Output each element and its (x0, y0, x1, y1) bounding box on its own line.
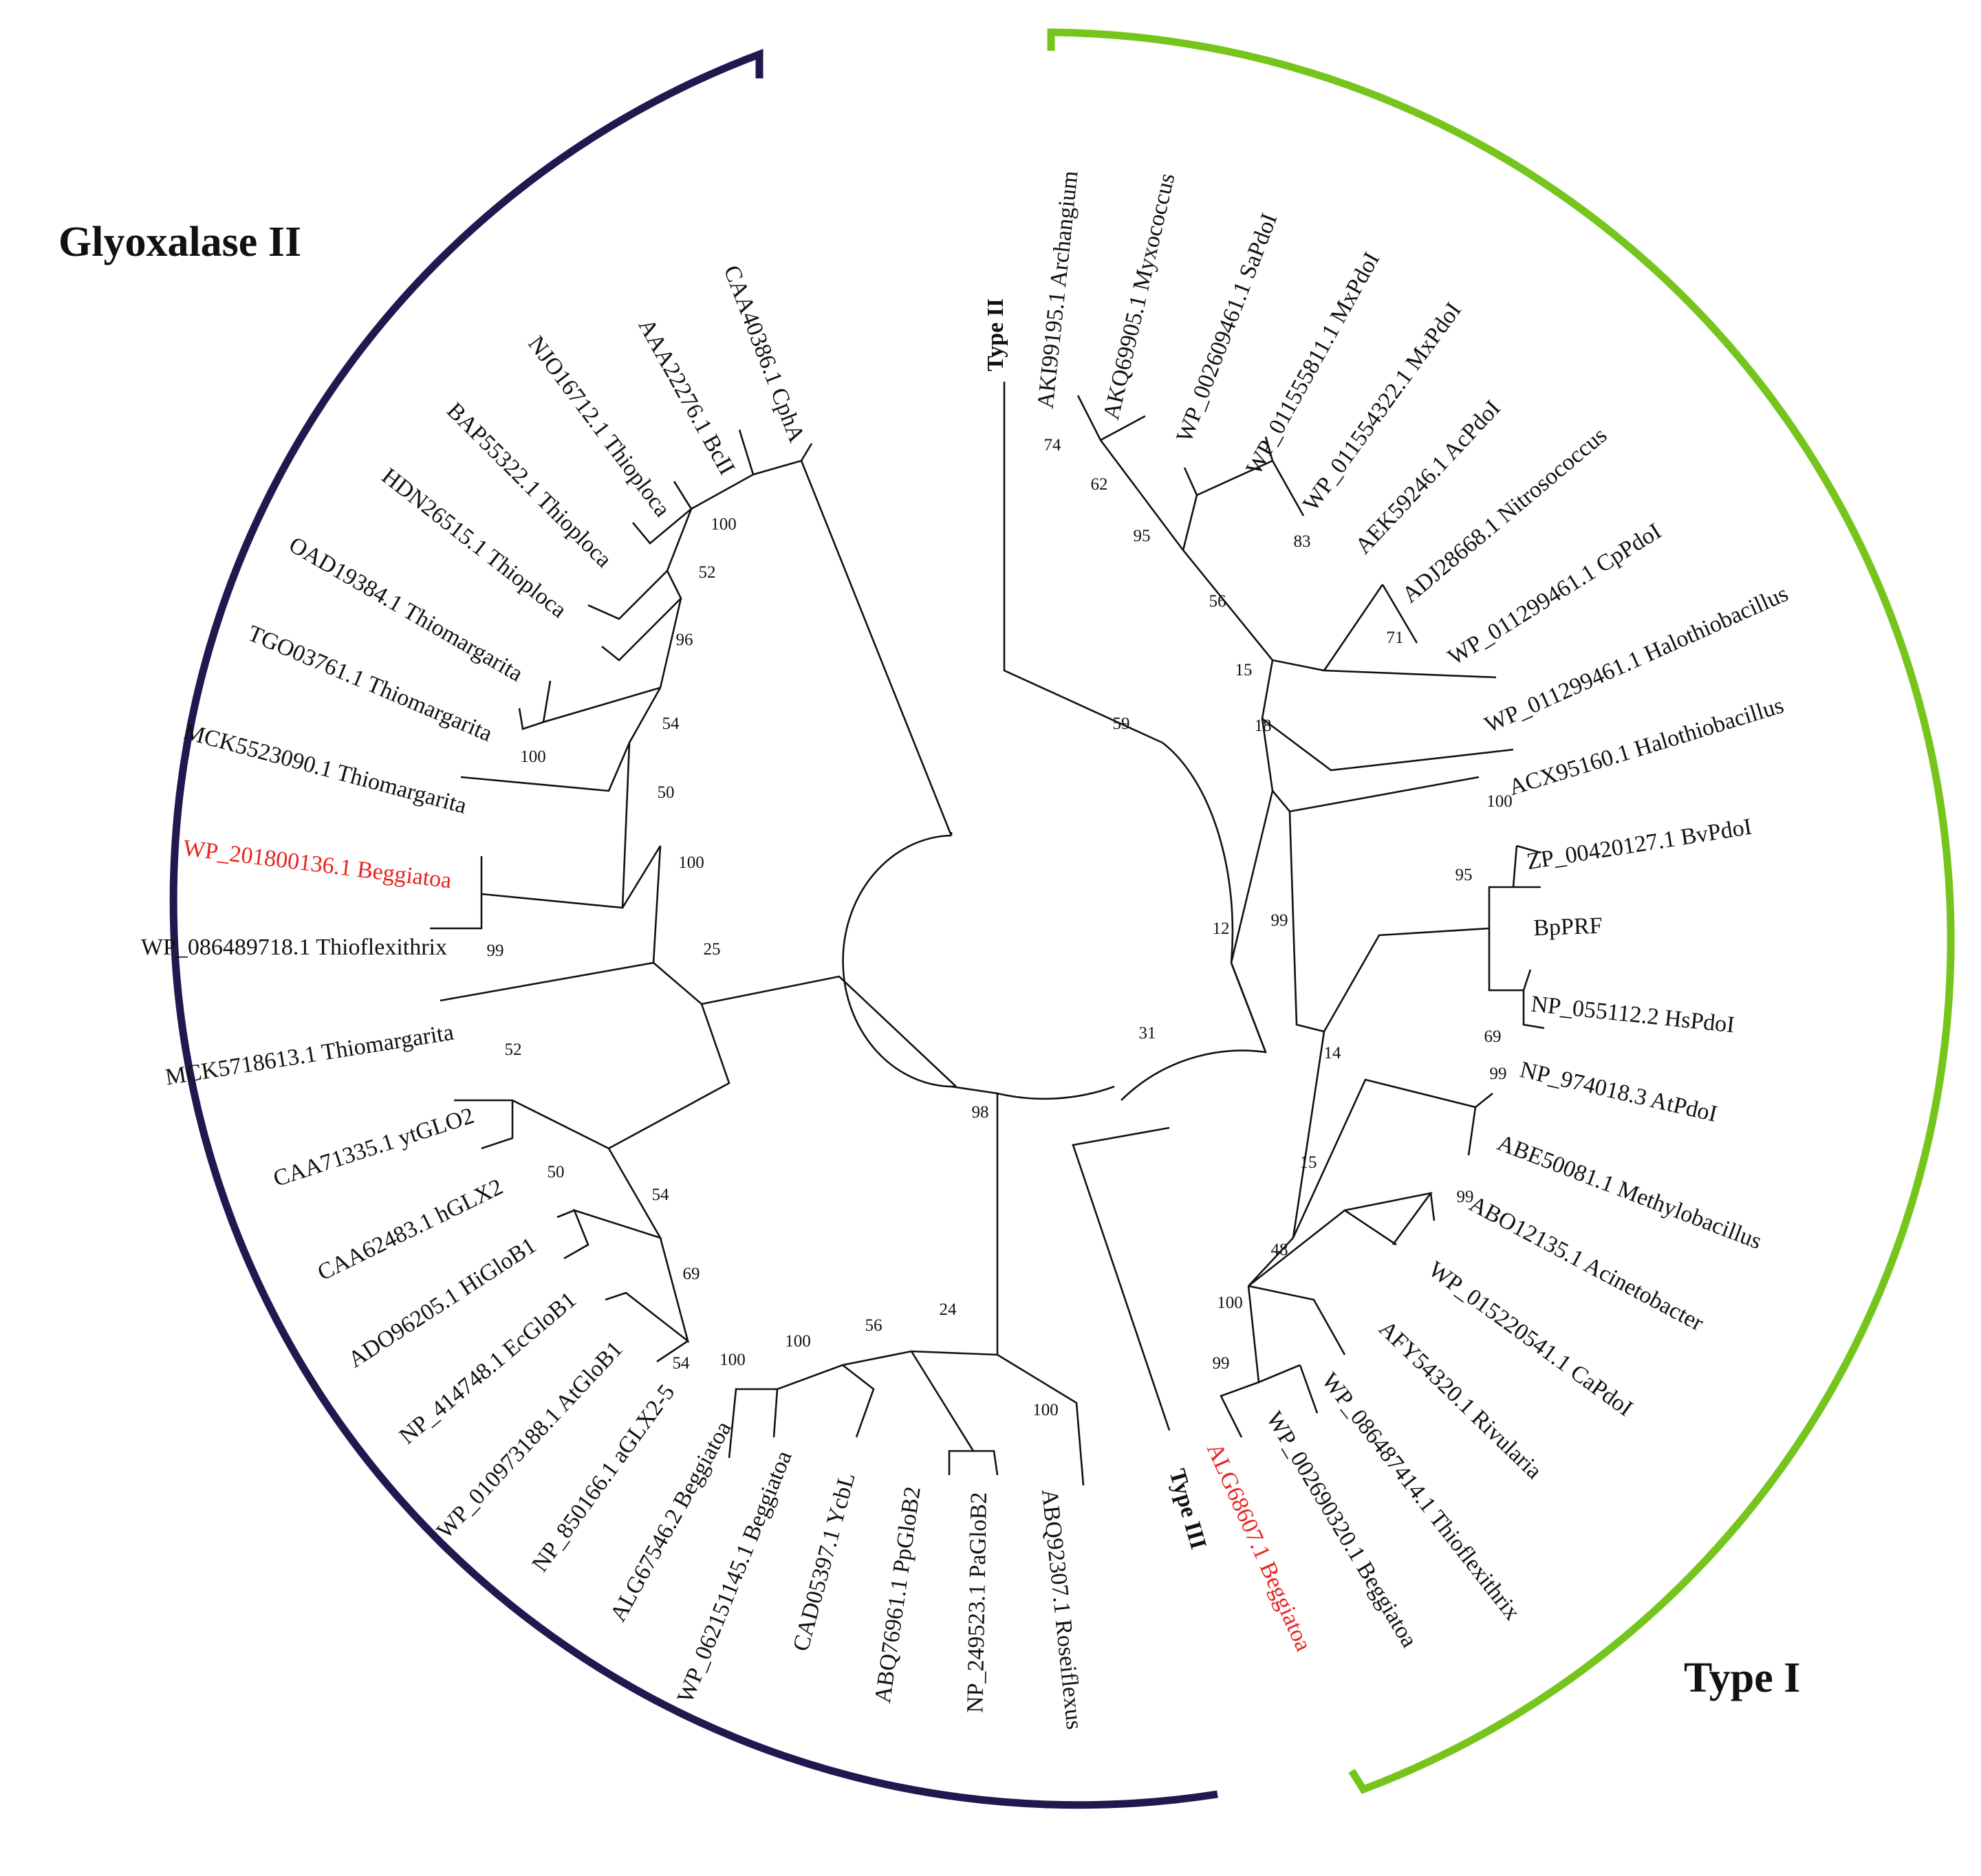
taxon-label: NP_055112.2 HsPdoI (1530, 992, 1735, 1038)
bootstrap-value: 95 (1134, 527, 1151, 545)
bootstrap-value: 98 (972, 1103, 989, 1122)
type-i-title: Type I (1684, 1655, 1800, 1701)
bootstrap-value: 15 (1300, 1153, 1317, 1172)
bootstrap-value: 59 (1113, 715, 1130, 733)
bootstrap-value: 56 (1209, 592, 1226, 611)
glyoxalase-ii-title: Glyoxalase II (58, 219, 301, 265)
bootstrap-value: 52 (505, 1040, 522, 1059)
taxon-label: AAA22276.1 BcII (633, 314, 739, 479)
taxon-label: WP_201800136.1 Beggiatoa (182, 836, 453, 894)
taxon-label: MCK5523090.1 Thiomargarita (182, 719, 470, 818)
type-ii-label: Type II (983, 298, 1008, 371)
bootstrap-value: 69 (683, 1265, 700, 1283)
bootstrap-value: 100 (1217, 1294, 1243, 1312)
bootstrap-value: 14 (1324, 1044, 1342, 1062)
bootstrap-value: 83 (1294, 532, 1311, 551)
bootstrap-value: 100 (1032, 1401, 1059, 1419)
bootstrap-value: 74 (1044, 436, 1062, 455)
bootstrap-value: 99 (487, 941, 504, 960)
bootstrap-value: 31 (1139, 1024, 1156, 1043)
taxon-label: ABQ92307.1 Roseiflexus (1037, 1487, 1087, 1730)
taxon-label: WP_086489718.1 Thioflexithrix (141, 935, 447, 960)
taxon-label: ABQ76961.1 PpGloB2 (870, 1485, 926, 1704)
bootstrap-value: 100 (678, 853, 704, 872)
taxon-label: CAA71335.1 ytGLO2 (270, 1103, 477, 1192)
bootstrap-value: 71 (1387, 629, 1404, 647)
bootstrap-value: 18 (1255, 717, 1272, 735)
bootstrap-value: 15 (1235, 661, 1253, 679)
bootstrap-value: 50 (548, 1163, 565, 1181)
glyoxalase-ii-clade-arc (169, 49, 1218, 1809)
taxon-label: WP_002609461.1 SaPdoI (1171, 210, 1282, 446)
taxon-label: WP_010973188.1 AtGloB1 (432, 1336, 628, 1544)
bootstrap-value: 54 (662, 715, 680, 733)
bootstrap-value: 25 (704, 940, 721, 959)
taxon-label: BpPRF (1533, 913, 1603, 941)
taxon-label: CAA40386.1 CphA (719, 262, 810, 446)
taxon-label: NP_249523.1 PaGloB2 (962, 1492, 992, 1714)
bootstrap-value: 52 (699, 563, 716, 582)
bootstrap-value: 99 (1457, 1188, 1474, 1206)
taxon-label: NP_974018.3 AtPdoI (1517, 1057, 1720, 1127)
bootstrap-value: 100 (719, 1351, 746, 1369)
bootstrap-value: 96 (676, 631, 693, 649)
bootstrap-value: 12 (1213, 919, 1230, 938)
bootstrap-value: 100 (1486, 792, 1513, 811)
bootstrap-value: 99 (1271, 911, 1288, 930)
taxon-label: AKI99195.1 Archangium (1033, 169, 1083, 409)
type-i-clade-arc (1047, 28, 1955, 1794)
taxon-label: WP_086487414.1 Thioflexithrix (1317, 1368, 1525, 1625)
taxon-label: AKQ69905.1 Myxococcus (1098, 171, 1180, 422)
bootstrap-value: 54 (652, 1186, 670, 1204)
taxon-labels: AKI99195.1 Archangium AKQ69905.1 Myxococc… (141, 169, 1792, 1730)
type-iii-label: Type III (1164, 1466, 1211, 1552)
bootstrap-value: 56 (865, 1316, 883, 1335)
bootstrap-value: 100 (785, 1332, 811, 1351)
bootstrap-value: 69 (1484, 1027, 1502, 1046)
bootstrap-value: 54 (673, 1354, 691, 1373)
bootstrap-value: 62 (1091, 475, 1108, 494)
support-values: 74 62 95 83 56 15 71 18 59 100 95 99 12 69 14 31 99 98 15 9… (487, 436, 1513, 1419)
taxon-label: CAD05397.1 YcbL (788, 1470, 860, 1654)
taxon-label: MCK5718613.1 Thiomargarita (164, 1020, 455, 1091)
bootstrap-value: 48 (1271, 1241, 1288, 1259)
bootstrap-value: 99 (1490, 1065, 1507, 1083)
bootstrap-value: 99 (1213, 1354, 1230, 1373)
bootstrap-value: 50 (658, 783, 675, 802)
bootstrap-value: 95 (1455, 866, 1473, 884)
taxon-label: ZP_00420127.1 BvPdoI (1525, 814, 1753, 875)
bootstrap-value: 100 (711, 515, 737, 534)
bootstrap-value: 24 (940, 1300, 957, 1319)
tree-branches (430, 382, 1545, 1486)
bootstrap-value: 100 (520, 748, 546, 766)
